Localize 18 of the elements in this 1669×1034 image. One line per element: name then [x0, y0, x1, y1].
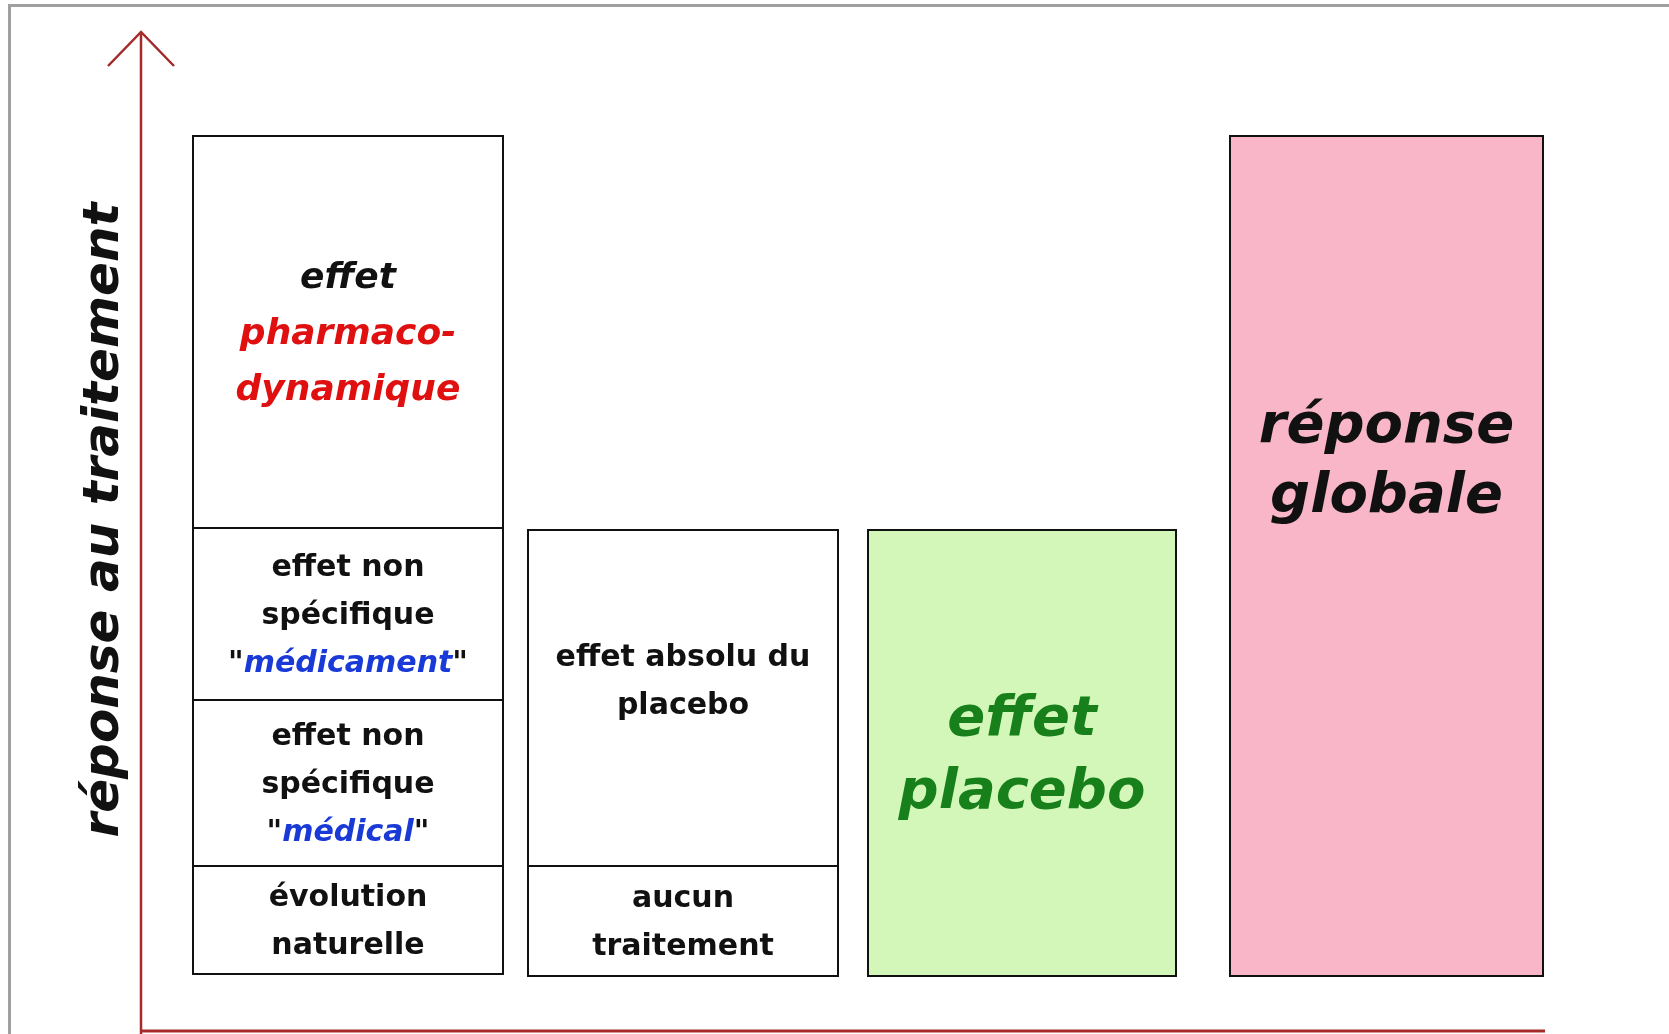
segment-label: effet non spécifique "médicament" — [227, 547, 469, 681]
effect-segment — [192, 527, 504, 701]
segment-label: évolution naturelle — [267, 877, 429, 963]
effect-segment — [527, 865, 839, 977]
effect-segment — [192, 865, 504, 975]
segment-label: réponse globale — [1257, 389, 1516, 527]
result-bar — [1229, 135, 1544, 977]
segment-label: aucun traitement — [591, 878, 775, 964]
effect-segment — [192, 135, 504, 529]
effect-segment — [192, 699, 504, 867]
segment-label: effet absolu du placebo — [554, 637, 812, 723]
segment-label: effet — [300, 254, 396, 299]
segment-label: effet placebo — [897, 682, 1147, 823]
axis-label: réponse au traitement — [72, 202, 130, 838]
segment-label: pharmaco-dynamique — [234, 310, 462, 410]
result-bar — [867, 529, 1177, 977]
segment-label: effet non spécifique "médical" — [260, 716, 436, 850]
effect-segment — [527, 529, 839, 867]
